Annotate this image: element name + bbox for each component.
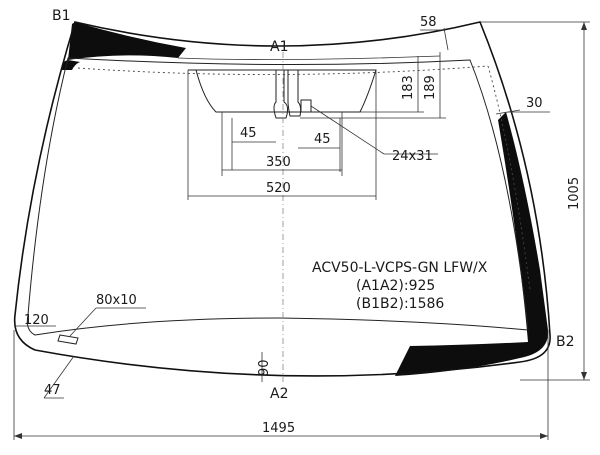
dim-1005-label: 1005 bbox=[567, 177, 582, 210]
point-a1-label: A1 bbox=[270, 39, 288, 55]
frit-band-right-pillar bbox=[498, 112, 548, 342]
leader-47 bbox=[43, 355, 75, 399]
sensor-24x31-box bbox=[300, 99, 312, 113]
frit-band-bottom-right bbox=[395, 330, 549, 376]
dim-350-label: 350 bbox=[266, 155, 291, 170]
mirror-pad-left bbox=[273, 69, 289, 119]
a1a2-label: (A1A2):925 bbox=[356, 278, 435, 294]
dim-47-label: 47 bbox=[44, 383, 61, 398]
point-a2-label: A2 bbox=[270, 386, 288, 402]
dim-189-label: 189 bbox=[423, 75, 438, 100]
dim-30-label: 30 bbox=[526, 96, 543, 111]
b1b2-label: (B1B2):1586 bbox=[356, 296, 444, 312]
dim-520-label: 520 bbox=[266, 181, 291, 196]
dim-58-label: 58 bbox=[420, 15, 437, 30]
leader-80x10 bbox=[69, 307, 97, 337]
mirror-pad-right bbox=[287, 69, 302, 117]
frit-band-left bbox=[61, 60, 80, 70]
glass-outline bbox=[13, 21, 551, 377]
dim-1495-label: 1495 bbox=[262, 421, 295, 436]
top-edge-line bbox=[177, 55, 441, 60]
offset-dotted-line-right bbox=[487, 65, 531, 291]
dim-80x10-label: 80x10 bbox=[96, 293, 137, 308]
leader-24x31 bbox=[310, 105, 385, 155]
marker-80x10 bbox=[57, 334, 79, 345]
frit-band-top-left bbox=[68, 22, 186, 60]
dim-90-label: 90 bbox=[257, 359, 272, 376]
part-code-label: ACV50-L-VCPS-GN LFW/X bbox=[312, 260, 488, 276]
sensor-zone-outline bbox=[188, 69, 377, 113]
dim-120-label: 120 bbox=[24, 313, 49, 328]
dim-45-left-label: 45 bbox=[240, 126, 257, 141]
glass-inner-line bbox=[26, 57, 529, 336]
point-b1-label: B1 bbox=[52, 8, 71, 24]
point-b2-label: B2 bbox=[556, 334, 575, 350]
leader-58-angle bbox=[443, 27, 449, 51]
dim-183-label: 183 bbox=[401, 75, 416, 100]
dim-24x31-label: 24x31 bbox=[392, 149, 433, 164]
dim-45-right-label: 45 bbox=[314, 132, 331, 147]
